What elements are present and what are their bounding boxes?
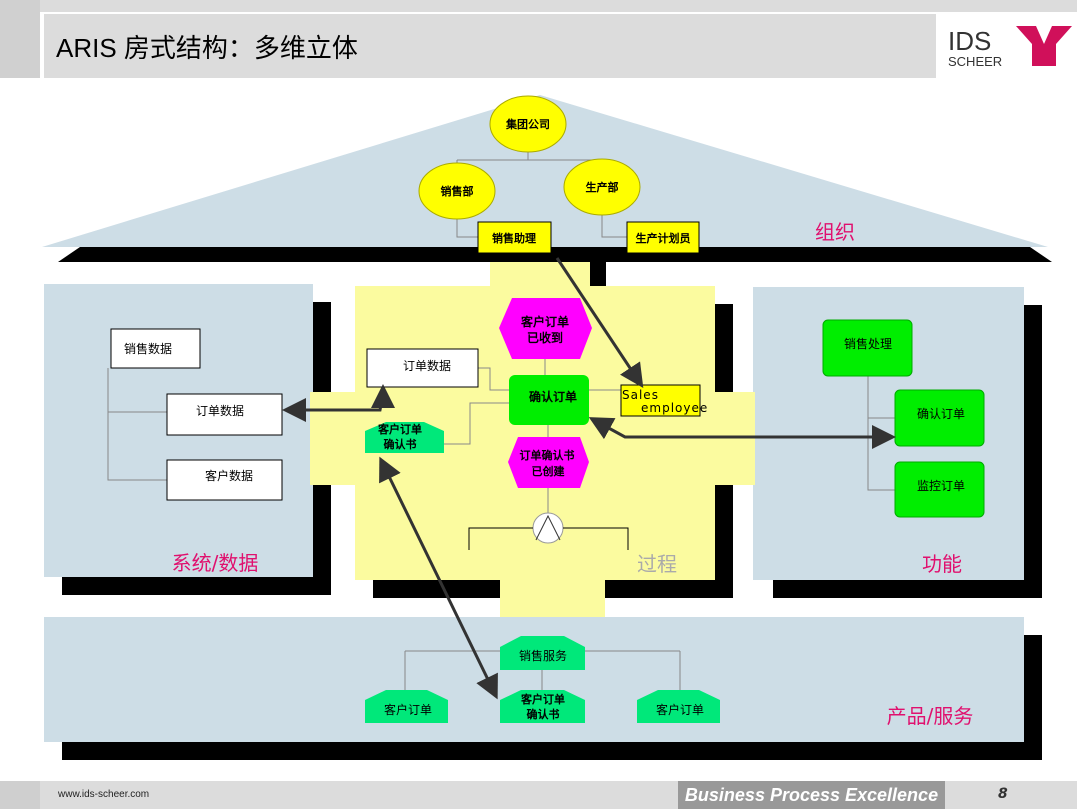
svg-text:销售数据: 销售数据 (124, 341, 172, 356)
top-strip (0, 0, 1077, 12)
process-view: 客户订单 已收到 订单数据 确认订单 Sales employee 客户订单 确… (365, 298, 708, 576)
role-production-planner (626, 221, 700, 254)
footer-slogan: Business Process Excellence (678, 781, 945, 809)
function-view: 销售处理 确认订单 监控订单 功能 (822, 319, 985, 576)
svg-text:监控订单: 监控订单 (917, 479, 965, 493)
role-sales-employee (620, 384, 701, 417)
event-order-received (499, 298, 592, 359)
svg-text:IDS: IDS (948, 26, 991, 56)
svg-text:employee: employee (641, 401, 708, 415)
org-unit-production (563, 158, 641, 216)
svg-text:客户订单: 客户订单 (656, 702, 704, 717)
and-connector (532, 512, 564, 544)
roof-organization (42, 95, 1048, 247)
svg-text:销售助理: 销售助理 (492, 231, 536, 245)
svg-text:客户订单: 客户订单 (384, 702, 432, 717)
svg-text:销售服务: 销售服务 (519, 648, 567, 663)
svg-text:确认订单: 确认订单 (917, 407, 965, 421)
svg-text:客户数据: 客户数据 (205, 468, 253, 483)
svg-text:客户订单: 客户订单 (520, 692, 565, 706)
footer-url: www.ids-scheer.com (58, 789, 150, 800)
svg-text:客户订单: 客户订单 (520, 314, 569, 329)
function-confirm-order (509, 375, 589, 425)
organization-label: 组织 (815, 220, 855, 244)
data-view-label: 系统/数据 (172, 551, 259, 575)
title-bar (44, 14, 936, 78)
svg-text:已创建: 已创建 (532, 464, 566, 478)
svg-text:销售处理: 销售处理 (844, 336, 892, 351)
svg-text:确认书: 确认书 (527, 707, 560, 721)
product-view-panel (44, 617, 1024, 742)
org-unit-sales (418, 162, 496, 220)
svg-text:集团公司: 集团公司 (505, 117, 550, 131)
svg-text:确认书: 确认书 (384, 437, 417, 451)
function-view-label: 功能 (922, 552, 962, 576)
process-view-label: 过程 (637, 552, 677, 576)
svg-text:生产计划员: 生产计划员 (636, 231, 691, 245)
product-view: 销售服务 客户订单 客户订单 确认书 客户订单 产品/服务 (365, 636, 973, 728)
top-left-block (0, 0, 40, 78)
output-order-confirmation (365, 422, 444, 453)
svg-text:Sales: Sales (622, 388, 659, 402)
svg-text:SCHEER: SCHEER (948, 54, 1002, 69)
svg-text:销售部: 销售部 (441, 184, 474, 198)
event-confirmation-created (508, 437, 589, 488)
data-view: 销售数据 订单数据 客户数据 系统/数据 (110, 328, 283, 575)
svg-text:订单数据: 订单数据 (403, 358, 451, 373)
svg-text:订单确认书: 订单确认书 (520, 448, 575, 462)
footer-left-block (0, 781, 40, 809)
svg-text:生产部: 生产部 (586, 180, 619, 194)
svg-text:确认订单: 确认订单 (529, 389, 577, 404)
svg-text:已收到: 已收到 (527, 330, 563, 345)
process-order-data (366, 348, 479, 388)
svg-text:客户订单: 客户订单 (377, 422, 422, 436)
organization-view: 集团公司 销售部 生产部 销售助理 生产计划员 组织 (418, 95, 855, 254)
view-links (282, 257, 896, 700)
svg-text:订单数据: 订单数据 (196, 403, 244, 418)
role-sales-assistant (477, 221, 552, 254)
page-title: ARIS 房式结构：多维立体 (56, 33, 358, 63)
roof-shadow (58, 247, 1052, 262)
page-number: 8 (998, 786, 1008, 802)
org-unit-group (489, 95, 567, 153)
ids-scheer-logo: IDS SCHEER (940, 14, 1077, 78)
product-view-label: 产品/服务 (887, 704, 974, 728)
